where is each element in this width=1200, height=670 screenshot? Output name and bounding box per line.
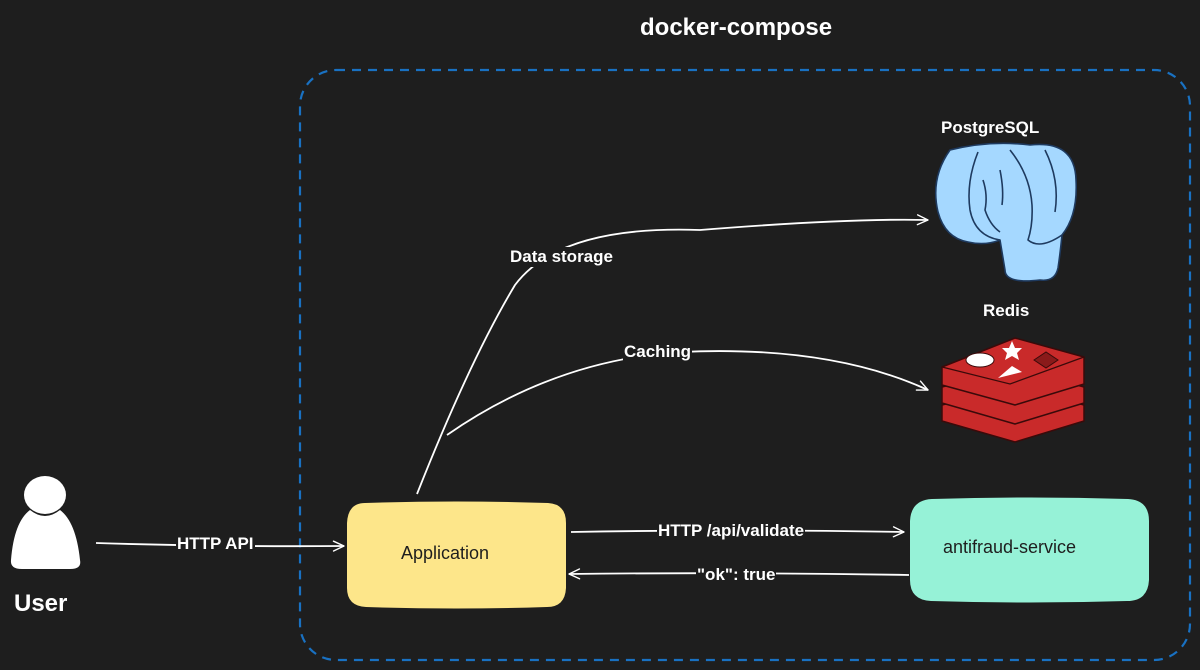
redis-label: Redis xyxy=(983,301,1030,320)
antifraud-service-node[interactable] xyxy=(910,497,1149,603)
user-icon xyxy=(10,476,81,569)
edge-label-ok-true: "ok": true xyxy=(696,565,777,585)
application-node[interactable] xyxy=(347,501,566,609)
postgresql-elephant-icon xyxy=(934,142,1078,282)
antifraud-service-label: antifraud-service xyxy=(943,537,1077,557)
edge-application-to-redis xyxy=(446,350,929,436)
postgresql-label: PostgreSQL xyxy=(941,118,1040,137)
user-label: User xyxy=(14,590,68,617)
edge-label-http-api: HTTP API xyxy=(176,534,255,554)
edge-application-to-postgresql xyxy=(416,214,929,495)
edge-label-data-storage: Data storage xyxy=(509,247,614,267)
edge-label-http-api-validate: HTTP /api/validate xyxy=(657,521,806,541)
docker-compose-container xyxy=(298,68,1192,662)
redis-cube-icon xyxy=(941,337,1085,443)
diagram-title: docker-compose xyxy=(640,14,833,41)
application-label: Application xyxy=(401,543,490,563)
edge-label-caching: Caching xyxy=(623,342,693,362)
